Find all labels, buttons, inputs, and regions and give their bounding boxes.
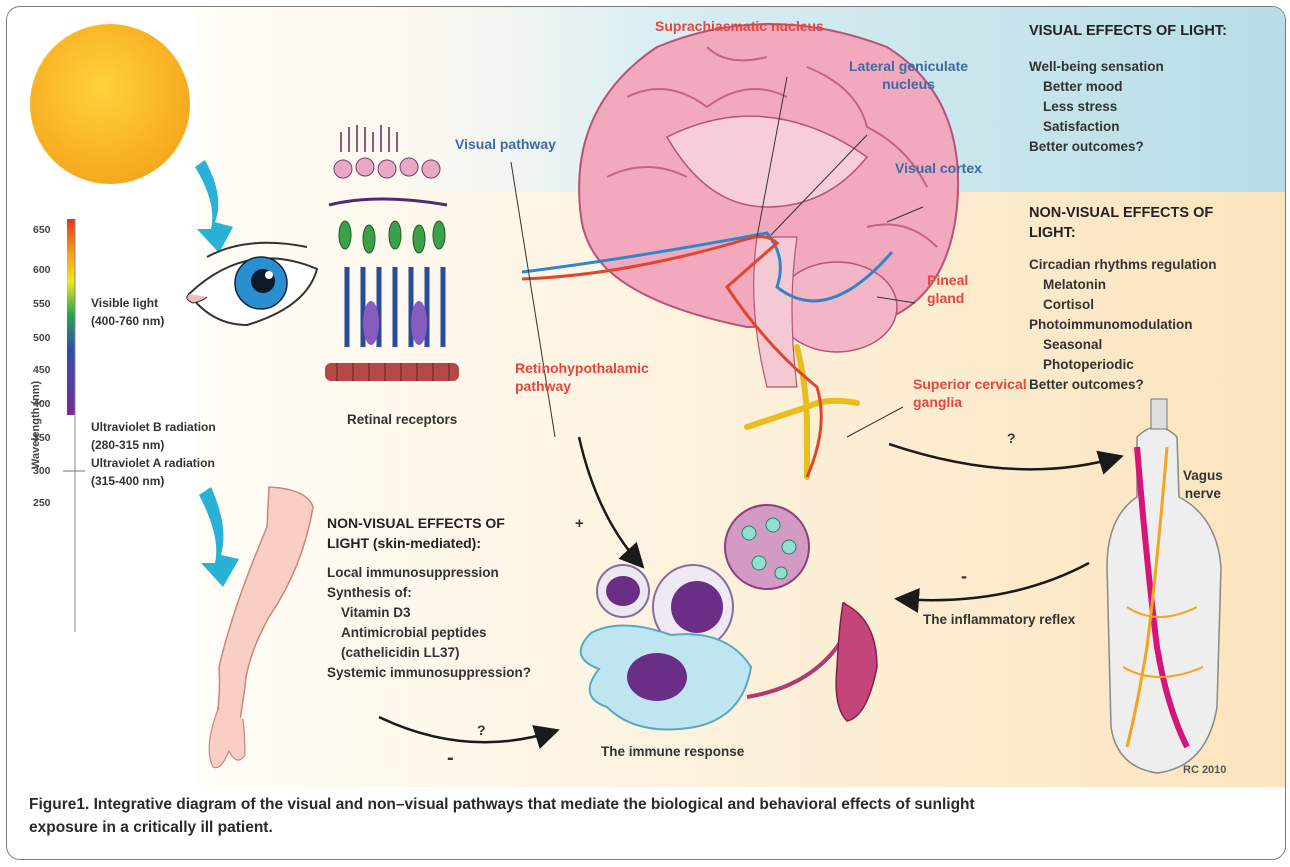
sun-icon xyxy=(30,24,190,184)
non-visual-effect-item: Photoimmunomodulation xyxy=(1029,315,1217,335)
non-visual-effects-list: Circadian rhythms regulation Melatonin C… xyxy=(1029,255,1217,395)
figure-caption: Figure1. Integrative diagram of the visu… xyxy=(29,793,1259,839)
spectrum-bar xyxy=(67,219,75,415)
spectrum-axis-label: Wavelength (nm) xyxy=(30,380,42,469)
q-brain-vagus: ? xyxy=(1007,429,1016,447)
skin-effect-item: Local immunosuppression xyxy=(327,563,531,583)
tick-550: 550 xyxy=(33,298,51,310)
tick-650: 650 xyxy=(33,224,51,236)
visual-cortex-label: Visual cortex xyxy=(895,159,982,177)
tick-300: 300 xyxy=(33,465,51,477)
visual-pathway-label: Visual pathway xyxy=(455,135,556,153)
visual-effect-item: Better mood xyxy=(1029,77,1164,97)
uvb-label: Ultraviolet B radiation(280-315 nm) xyxy=(91,418,216,454)
non-visual-effect-item: Better outcomes? xyxy=(1029,375,1217,395)
non-visual-effect-item: Seasonal xyxy=(1029,335,1217,355)
q-skin: ? xyxy=(477,721,486,739)
visual-effect-item: Less stress xyxy=(1029,97,1164,117)
skin-effect-item: Antimicrobial peptides xyxy=(327,623,531,643)
visual-effect-item: Satisfaction xyxy=(1029,117,1164,137)
plus-rht: + xyxy=(575,515,584,533)
tick-250: 250 xyxy=(33,497,51,509)
credit-label: RC 2010 xyxy=(1183,761,1226,779)
non-visual-effect-item: Photoperiodic xyxy=(1029,355,1217,375)
suprachiasmatic-label: Suprachiasmatic nucleus xyxy=(655,17,824,35)
tick-350: 350 xyxy=(33,432,51,444)
tick-600: 600 xyxy=(33,264,51,276)
minus-reflex: - xyxy=(961,567,967,585)
skin-effect-item: Systemic immunosuppression? xyxy=(327,663,531,683)
visible-light-label: Visible light(400-760 nm) xyxy=(91,294,164,330)
skin-effect-item: Synthesis of: xyxy=(327,583,531,603)
non-visual-effect-item: Cortisol xyxy=(1029,295,1217,315)
visual-effects-list: Well-being sensation Better mood Less st… xyxy=(1029,57,1164,157)
minus-skin: - xyxy=(447,749,454,767)
visual-effect-item: Better outcomes? xyxy=(1029,137,1164,157)
skin-effect-item: (cathelicidin LL37) xyxy=(327,643,531,663)
retinal-receptors-label: Retinal receptors xyxy=(347,411,457,429)
uva-label: Ultraviolet A radiation(315-400 nm) xyxy=(91,454,215,490)
figure-frame: Wavelength (nm) 650 600 550 500 450 400 … xyxy=(6,6,1286,860)
inflammatory-reflex-label: The inflammatory reflex xyxy=(923,611,1075,629)
skin-effect-item: Vitamin D3 xyxy=(327,603,531,623)
tick-500: 500 xyxy=(33,332,51,344)
visual-effects-heading: VISUAL EFFECTS OF LIGHT: xyxy=(1029,21,1227,41)
skin-effects-list: Local immunosuppression Synthesis of: Vi… xyxy=(327,563,531,683)
tick-400: 400 xyxy=(33,398,51,410)
tick-450: 450 xyxy=(33,364,51,376)
non-visual-effect-item: Circadian rhythms regulation xyxy=(1029,255,1217,275)
visual-effect-item: Well-being sensation xyxy=(1029,57,1164,77)
non-visual-effect-item: Melatonin xyxy=(1029,275,1217,295)
immune-response-label: The immune response xyxy=(601,743,744,761)
